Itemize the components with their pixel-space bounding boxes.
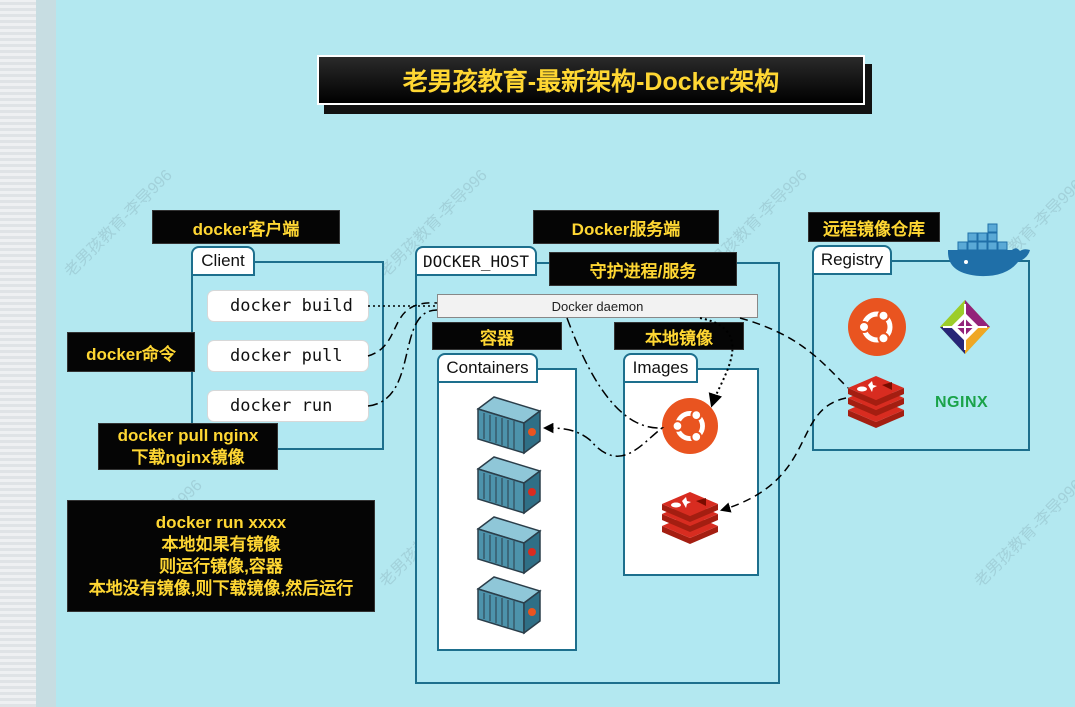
registry-panel <box>812 260 1030 451</box>
docker-daemon-bar: Docker daemon <box>437 294 758 318</box>
docker-command-label: docker命令 <box>67 332 195 372</box>
client-tab: Client <box>191 246 255 276</box>
images-cn-label: 本地镜像 <box>614 322 744 350</box>
run-note-line: 则运行镜像,容器 <box>159 557 283 576</box>
run-note-line: 本地没有镜像,则下载镜像,然后运行 <box>88 579 354 598</box>
pull-note: docker pull nginx 下载nginx镜像 <box>98 423 278 470</box>
pull-note-line: docker pull nginx <box>117 425 259 445</box>
container-icon <box>476 576 542 635</box>
container-icon <box>476 396 542 455</box>
redis-icon <box>662 492 718 544</box>
registry-tab: Registry <box>812 245 892 275</box>
container-icon <box>476 516 542 575</box>
container-icon <box>476 456 542 515</box>
docker-host-tab: DOCKER_HOST <box>415 246 537 276</box>
client-section-label: docker客户端 <box>152 210 340 244</box>
page-title: 老男孩教育-最新架构-Docker架构 <box>317 55 865 105</box>
left-edge-strip <box>0 0 36 707</box>
server-section-label: Docker服务端 <box>533 210 719 244</box>
left-edge-shade <box>36 0 56 707</box>
images-tab: Images <box>623 353 698 383</box>
ubuntu-icon <box>848 298 906 356</box>
registry-section-label: 远程镜像仓库 <box>808 212 940 242</box>
docker-whale-icon <box>948 223 1030 277</box>
run-note: docker run xxxx 本地如果有镜像 则运行镜像,容器 本地没有镜像,… <box>67 500 375 612</box>
centos-icon <box>940 300 990 354</box>
containers-cn-label: 容器 <box>432 322 562 350</box>
nginx-icon: NGINX <box>935 394 989 411</box>
run-note-line: 本地如果有镜像 <box>161 535 281 554</box>
docker-build-command: docker build <box>208 291 368 321</box>
redis-icon <box>848 376 904 428</box>
containers-tab: Containers <box>437 353 538 383</box>
run-note-line: docker run xxxx <box>155 513 287 532</box>
daemon-service-label: 守护进程/服务 <box>549 252 737 286</box>
docker-run-command: docker run <box>208 391 368 421</box>
pull-note-line: 下载nginx镜像 <box>131 447 245 467</box>
docker-pull-command: docker pull <box>208 341 368 371</box>
ubuntu-icon <box>662 398 718 454</box>
